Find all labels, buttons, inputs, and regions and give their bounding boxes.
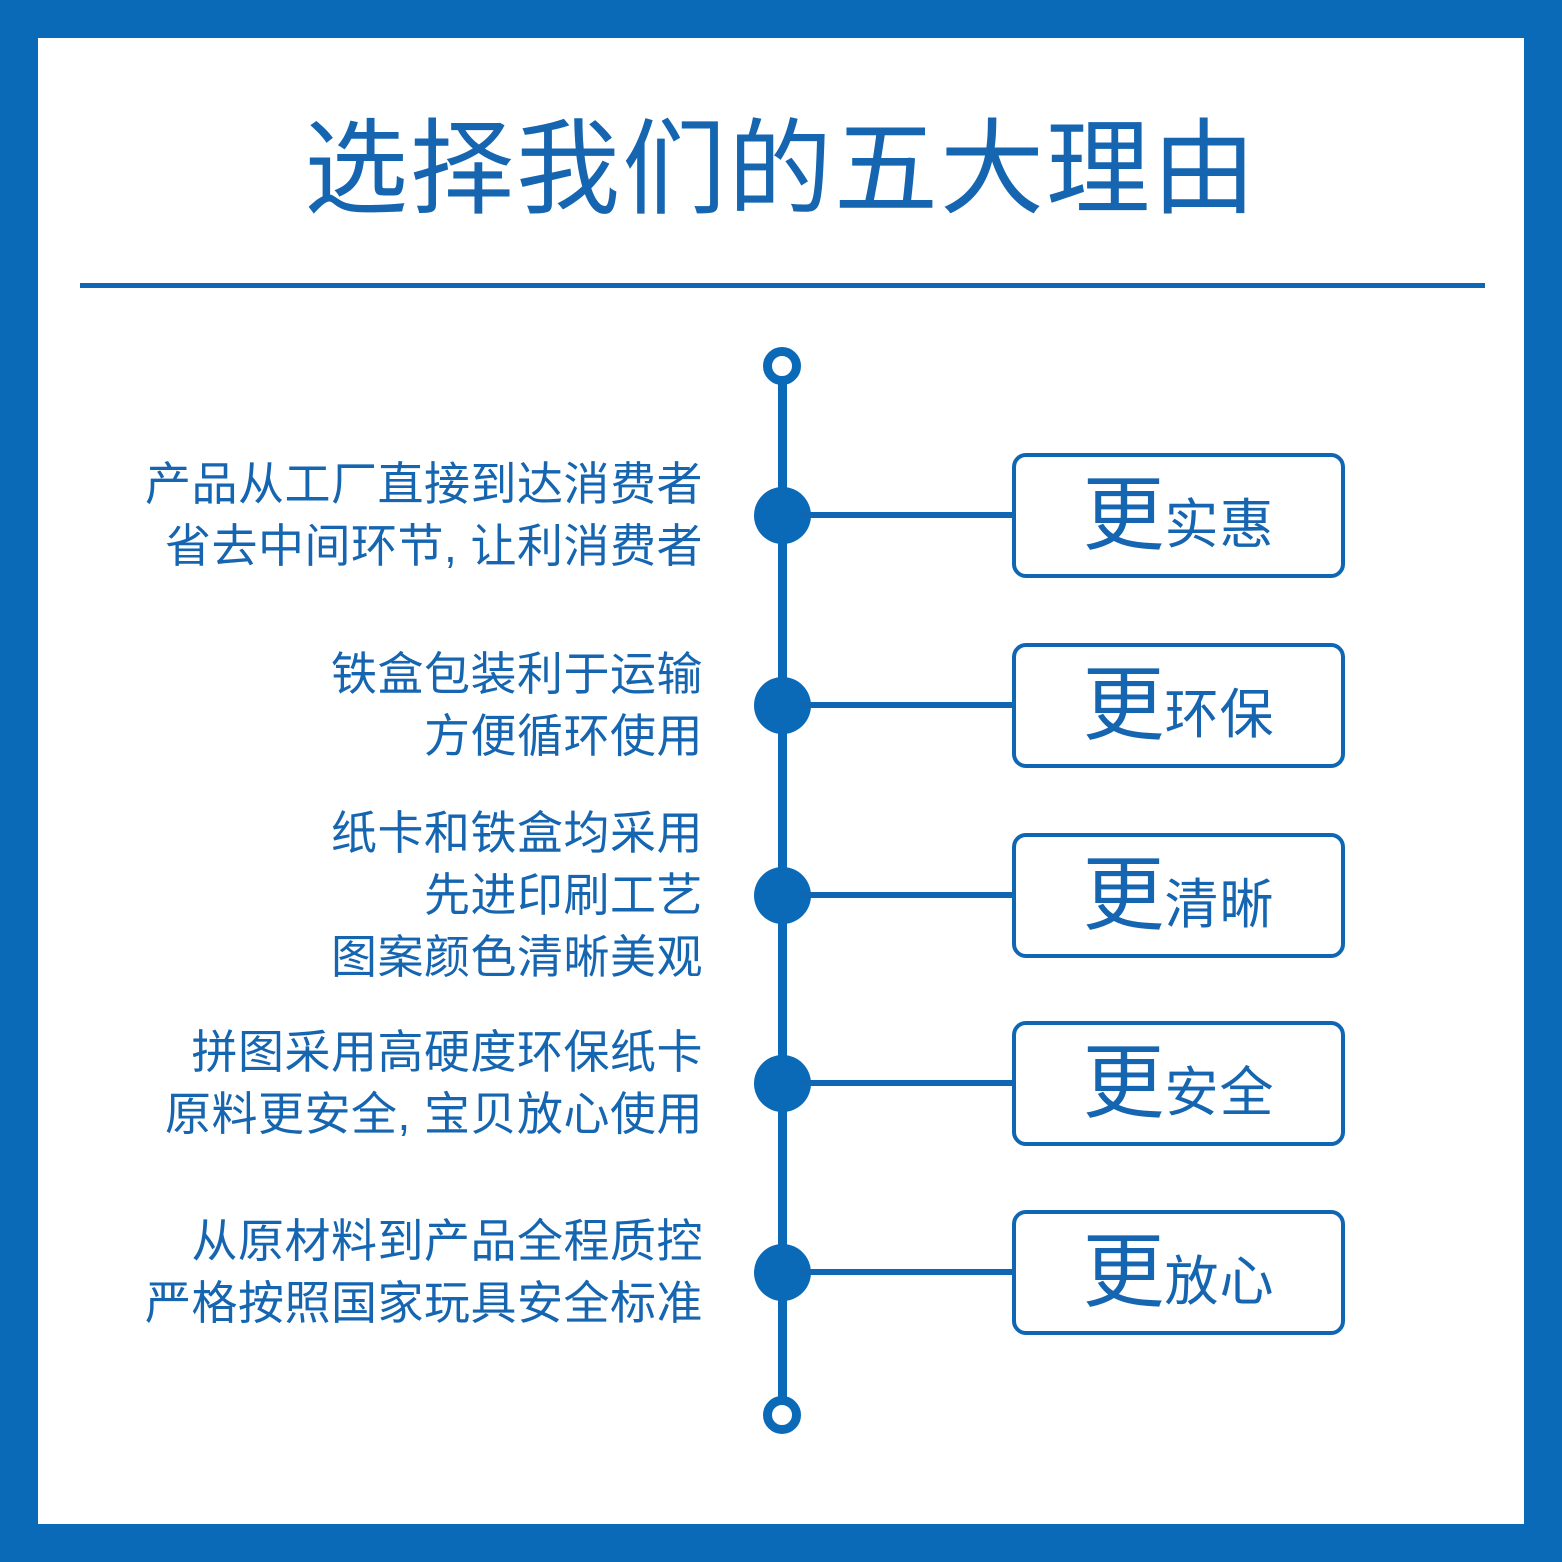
row-badge-prefix: 更: [1082, 1037, 1165, 1129]
row-badge-prefix: 更: [1082, 849, 1165, 941]
row-connector-line: [798, 512, 1013, 518]
row-badge-label: 环保: [1164, 684, 1275, 745]
row-badge-label: 安全: [1164, 1062, 1275, 1123]
row-connector-line: [798, 892, 1013, 898]
row-connector-line: [798, 1080, 1013, 1086]
title-divider: [80, 283, 1485, 288]
row-badge-label: 放心: [1164, 1251, 1275, 1312]
row-description: 拼图采用高硬度环保纸卡 原料更安全, 宝贝放心使用: [164, 1026, 703, 1140]
row-badge-prefix: 更: [1082, 1226, 1165, 1318]
row-connector-line: [798, 702, 1013, 708]
row-badge-3[interactable]: 更 清晰: [1012, 833, 1345, 958]
poster-page: 选择我们的五大理由 产品从工厂直接到达消费者 省去中间环节, 让利消费者 更 实…: [38, 38, 1524, 1524]
row-badge-inner: 更 环保: [1082, 659, 1275, 751]
row-connector-line: [798, 1269, 1013, 1275]
row-badge-5[interactable]: 更 放心: [1012, 1210, 1345, 1335]
row-badge-inner: 更 清晰: [1082, 849, 1275, 941]
row-badge-inner: 更 实惠: [1082, 469, 1275, 561]
row-badge-4[interactable]: 更 安全: [1012, 1021, 1345, 1146]
timeline-top-endpoint-icon: [763, 347, 801, 385]
row-badge-1[interactable]: 更 实惠: [1012, 453, 1345, 578]
timeline-bottom-endpoint-icon: [763, 1396, 801, 1434]
row-description: 铁盒包装利于运输 方便循环使用: [331, 648, 703, 762]
row-badge-label: 清晰: [1164, 874, 1275, 935]
row-badge-inner: 更 放心: [1082, 1226, 1275, 1318]
page-title: 选择我们的五大理由: [303, 112, 1258, 228]
row-description: 产品从工厂直接到达消费者 省去中间环节, 让利消费者: [145, 458, 703, 572]
row-badge-inner: 更 安全: [1082, 1037, 1275, 1129]
row-badge-prefix: 更: [1082, 659, 1165, 751]
row-badge-2[interactable]: 更 环保: [1012, 643, 1345, 768]
row-description: 从原材料到产品全程质控 严格按照国家玩具安全标准: [145, 1215, 703, 1329]
row-badge-prefix: 更: [1082, 469, 1165, 561]
row-badge-label: 实惠: [1164, 494, 1275, 555]
row-description: 纸卡和铁盒均采用 先进印刷工艺 图案颜色清晰美观: [331, 807, 703, 983]
